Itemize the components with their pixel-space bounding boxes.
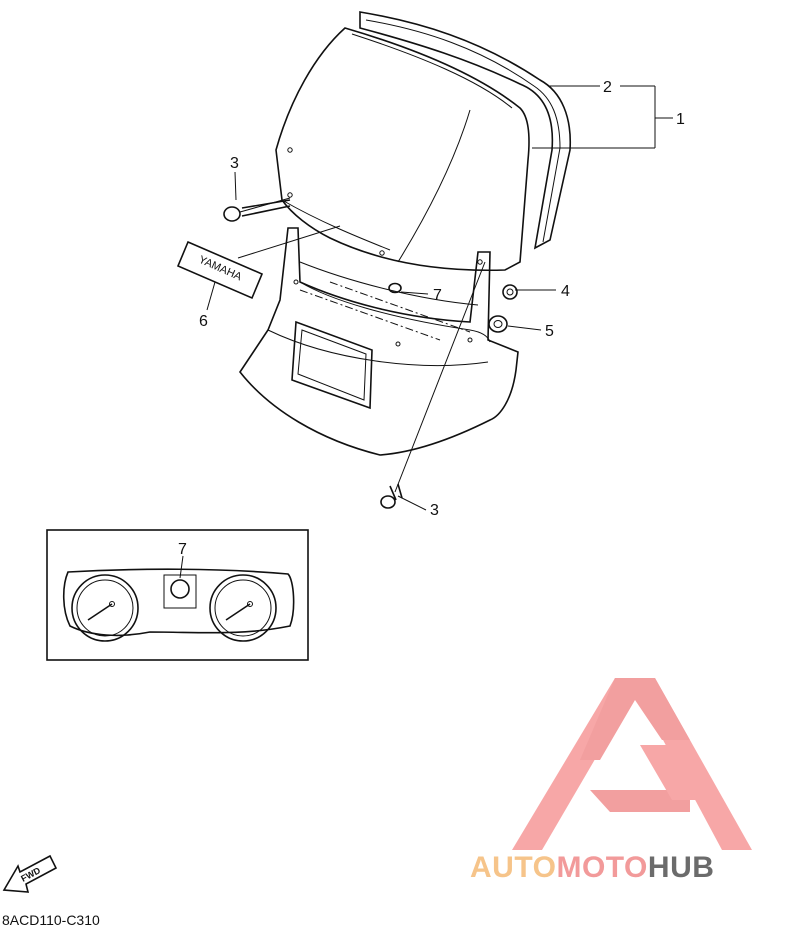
inset-instrument-panel	[46, 529, 309, 661]
windshield	[275, 27, 530, 272]
windshield-seal	[359, 11, 572, 250]
watermark-auto: AUTOMOTOHUB	[470, 851, 714, 884]
guide-lines	[237, 197, 486, 493]
callout-3-upper: 3	[230, 155, 239, 172]
blind-plug-icon	[388, 282, 402, 294]
decal-text: YAMAHA	[197, 254, 244, 284]
callout-4: 4	[561, 283, 570, 300]
callout-5: 5	[545, 323, 554, 340]
nut-icon	[502, 284, 518, 300]
callout-6: 6	[199, 313, 208, 330]
callout-7-cowling: 7	[433, 287, 442, 304]
yamaha-decal: YAMAHA	[176, 240, 264, 300]
headlight-cowling	[239, 227, 519, 456]
watermark-moto-text: MOTO	[556, 851, 647, 884]
watermark-hub-text: HUB	[648, 851, 715, 884]
forward-arrow-icon: FWD	[2, 854, 58, 893]
callout-leaders	[206, 85, 673, 511]
bolt-lower-icon	[380, 483, 403, 509]
callout-3-lower: 3	[430, 502, 439, 519]
grommet-icon	[488, 315, 508, 333]
watermark-auto-text: AUTO	[470, 851, 556, 884]
bolt-upper-icon	[223, 199, 291, 222]
callout-1: 1	[676, 111, 685, 128]
diagram-code: 8ACD110-C310	[2, 912, 100, 928]
callout-2: 2	[603, 79, 612, 96]
callout-7-inset: 7	[178, 541, 187, 558]
watermark-logo-icon	[512, 678, 752, 850]
